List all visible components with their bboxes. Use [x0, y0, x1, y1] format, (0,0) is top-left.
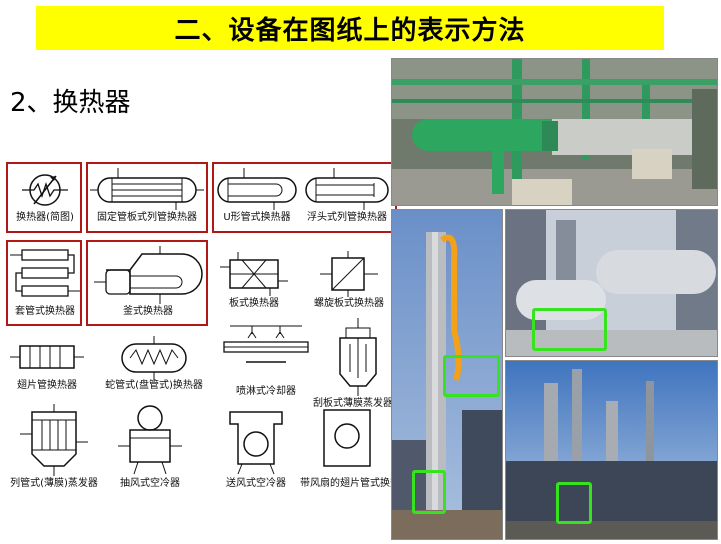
symbol-label: 固定管板式列管换热器: [97, 212, 197, 223]
symbol-coil: 蛇管式(盘管式)换热器: [96, 336, 212, 392]
photo-highlight-reboiler-top: [443, 355, 500, 397]
symbol-floating-head: 浮头式列管换热器: [300, 166, 394, 224]
symbol-fan-finned-tube: 带风扇的翅片管式换热器: [300, 402, 410, 490]
highlight-box-simple: [6, 162, 82, 233]
symbol-heat-exchanger-simple: 换热器(简图): [8, 166, 82, 224]
photo-highlight-reboiler-bottom: [412, 470, 446, 514]
symbol-forced-draft-cooler: 送风式空冷器: [214, 402, 298, 490]
symbol-label: 蛇管式(盘管式)换热器: [105, 380, 203, 391]
photo-refinery-towers: [505, 360, 718, 540]
symbol-label: 带风扇的翅片管式换热器: [300, 478, 410, 489]
slide-title-bar: 二、设备在图纸上的表示方法: [36, 6, 664, 50]
highlight-box-u-tube-floating: [212, 162, 397, 233]
symbol-kettle: 釜式换热器: [90, 244, 206, 318]
symbol-spray-cooler: 喷淋式冷却器: [216, 316, 316, 398]
symbol-label: 抽风式空冷器: [120, 478, 180, 489]
symbol-label: 刮板式薄膜蒸发器: [313, 398, 393, 409]
double-pipe-icon: [10, 249, 80, 297]
symbol-fixed-tubesheet: 固定管板式列管换热器: [88, 166, 206, 224]
symbol-u-tube: U形管式换热器: [214, 166, 300, 224]
slide-title: 二、设备在图纸上的表示方法: [174, 15, 526, 46]
spiral-plate-icon: [320, 251, 378, 297]
kettle-reboiler-icon: [94, 246, 203, 304]
symbol-label: 板式换热器: [229, 298, 279, 309]
photo-highlight-tower: [556, 482, 592, 524]
symbol-induced-draft-cooler: 抽风式空冷器: [108, 402, 192, 490]
symbol-label: 列管式(薄膜)蒸发器: [10, 478, 98, 489]
symbol-plate: 板式换热器: [218, 250, 290, 310]
film-evaporator-icon: [20, 404, 88, 476]
symbol-label: 翅片管换热器: [17, 380, 77, 391]
symbol-label: 浮头式列管换热器: [307, 212, 387, 223]
distillation-column-photo: [392, 210, 502, 539]
symbol-spiral-plate: 螺旋板式换热器: [306, 250, 392, 310]
induced-draft-cooler-icon: [118, 405, 182, 475]
coil-exchanger-icon: [121, 336, 187, 380]
highlight-box-double-pipe: [6, 240, 82, 326]
symbol-label: 套管式换热器: [15, 306, 75, 317]
slide-subtitle: 2、换热器: [10, 88, 131, 118]
symbol-label: 螺旋板式换热器: [314, 298, 384, 309]
scraped-film-icon: [339, 318, 377, 396]
photo-highlight-kettle: [532, 308, 607, 351]
highlight-box-fixed-tubesheet: [86, 162, 208, 233]
horizontal-exchanger-photo: [392, 59, 717, 205]
symbol-label: 喷淋式冷却器: [236, 386, 296, 397]
symbol-scraped-film: 刮板式薄膜蒸发器: [313, 316, 394, 410]
forced-draft-cooler-icon: [229, 411, 283, 475]
u-tube-icon: [217, 168, 297, 210]
spray-cooler-icon: [223, 325, 309, 363]
symbol-label: 釜式换热器: [123, 306, 173, 317]
symbol-double-pipe: 套管式换热器: [8, 244, 82, 318]
photo-distillation-column: [391, 209, 503, 540]
fixed-tubesheet-icon: [90, 168, 204, 210]
highlight-box-kettle: [86, 240, 208, 326]
plate-exchanger-icon: [220, 252, 288, 296]
symbol-label: 送风式空冷器: [226, 478, 286, 489]
symbol-film-evaporator: 列管式(薄膜)蒸发器: [8, 402, 100, 490]
photo-horizontal-exchanger: [391, 58, 718, 206]
finned-tube-icon: [10, 345, 84, 369]
refinery-towers-photo: [506, 361, 717, 539]
simple-exchanger-icon: [22, 174, 68, 206]
symbol-label: U形管式换热器: [223, 212, 291, 223]
floating-head-icon: [305, 168, 389, 210]
symbol-label: 换热器(简图): [16, 212, 74, 223]
symbol-finned-tube: 翅片管换热器: [8, 336, 86, 392]
fan-finned-tube-icon: [323, 409, 371, 467]
